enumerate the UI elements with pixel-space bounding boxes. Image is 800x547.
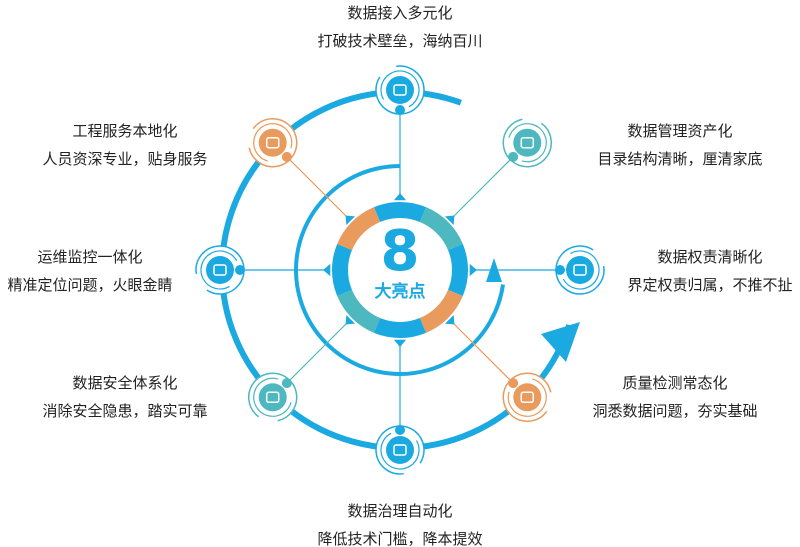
ring-pointer xyxy=(345,314,356,325)
node-inner-ring xyxy=(253,377,293,417)
item-desc: 打破技术壁垒，海纳百川 xyxy=(317,32,483,50)
node-fill xyxy=(513,128,542,157)
item-desc: 人员资深专业，贴身服务 xyxy=(42,150,208,168)
ring-pointer xyxy=(393,193,407,201)
service-hand-icon xyxy=(265,136,280,149)
item-desc: 洞悉数据问题，夯实基础 xyxy=(592,402,758,420)
spoke-dot xyxy=(508,378,519,389)
ring-segment xyxy=(419,289,463,333)
node-fill xyxy=(513,383,542,412)
security-shield-icon xyxy=(265,391,280,404)
item-title: 数据权责清晰化 xyxy=(657,248,763,266)
item-title: 数据治理自动化 xyxy=(347,502,453,520)
item-label-7: 工程服务本地化人员资深专业，贴身服务 xyxy=(30,117,220,173)
ring-segment xyxy=(419,207,463,251)
monitor-icon xyxy=(213,264,227,276)
node-fill xyxy=(258,383,287,412)
item-label-1: 数据管理资产化目录结构清晰，厘清家底 xyxy=(580,117,780,173)
item-desc: 降低技术门槛，降本提效 xyxy=(317,530,483,547)
ring-pointer xyxy=(469,263,477,277)
spoke-dot xyxy=(555,265,565,275)
spoke-dot xyxy=(235,265,245,275)
ring-segment xyxy=(337,207,381,251)
item-label-4: 数据治理自动化降低技术门槛，降本提效 xyxy=(300,497,500,547)
ring-pointer xyxy=(393,339,407,347)
quality-report-icon xyxy=(520,391,535,404)
ring-pointer xyxy=(323,263,331,277)
item-desc: 界定权责归属，不推不扯 xyxy=(627,276,793,294)
item-title: 数据管理资产化 xyxy=(627,122,733,140)
ring-pointer xyxy=(444,215,455,226)
ring-pointer xyxy=(444,314,455,325)
responsibility-badge-icon xyxy=(573,264,587,276)
node-fill xyxy=(386,76,414,104)
spoke-dot xyxy=(395,105,405,115)
node-fill xyxy=(566,256,594,284)
item-label-6: 运维监控一体化精准定位问题，火眼金睛 xyxy=(0,243,185,299)
spoke-dot xyxy=(395,425,405,435)
center-badge: 8 大亮点 xyxy=(350,219,450,303)
spoke-dot xyxy=(281,151,292,162)
ring-segment xyxy=(447,243,468,297)
node-fill xyxy=(258,128,287,157)
item-desc: 消除安全隐患，踏实可靠 xyxy=(42,402,208,420)
inner-spiral-arc xyxy=(294,164,505,376)
ring-pointer xyxy=(345,215,356,226)
item-title: 数据接入多元化 xyxy=(347,4,453,22)
wallet-icon xyxy=(520,136,535,149)
center-label: 大亮点 xyxy=(374,282,426,302)
outer-arrowhead-icon xyxy=(541,322,580,362)
center-number: 8 xyxy=(380,219,420,284)
spoke-dot xyxy=(508,151,519,162)
node-inner-ring xyxy=(507,123,547,163)
ring-segment xyxy=(373,202,427,223)
node-inner-ring xyxy=(380,430,420,470)
ring-segment xyxy=(373,317,427,338)
item-label-3: 质量检测常态化洞悉数据问题，夯实基础 xyxy=(575,369,775,425)
spoke-dot xyxy=(281,378,292,389)
ring-segment xyxy=(332,243,353,297)
item-label-2: 数据权责清晰化界定权责归属，不推不扯 xyxy=(615,243,800,299)
network-icon xyxy=(393,84,407,96)
node-inner-ring xyxy=(200,250,240,290)
automation-gear-icon xyxy=(393,444,407,456)
item-desc: 精准定位问题，火眼金睛 xyxy=(7,276,173,294)
outer-spiral-arc xyxy=(219,89,573,451)
ring-segment xyxy=(337,289,381,333)
item-desc: 目录结构清晰，厘清家底 xyxy=(597,150,763,168)
item-label-5: 数据安全体系化消除安全隐患，踏实可靠 xyxy=(30,369,220,425)
node-fill xyxy=(206,256,234,284)
node-inner-ring xyxy=(560,250,600,290)
item-title: 数据安全体系化 xyxy=(72,374,178,392)
item-title: 质量检测常态化 xyxy=(622,374,728,392)
item-title: 工程服务本地化 xyxy=(72,122,178,140)
node-fill xyxy=(386,436,414,464)
node-inner-ring xyxy=(253,123,293,163)
item-label-0: 数据接入多元化打破技术壁垒，海纳百川 xyxy=(300,0,500,55)
item-title: 运维监控一体化 xyxy=(37,248,143,266)
